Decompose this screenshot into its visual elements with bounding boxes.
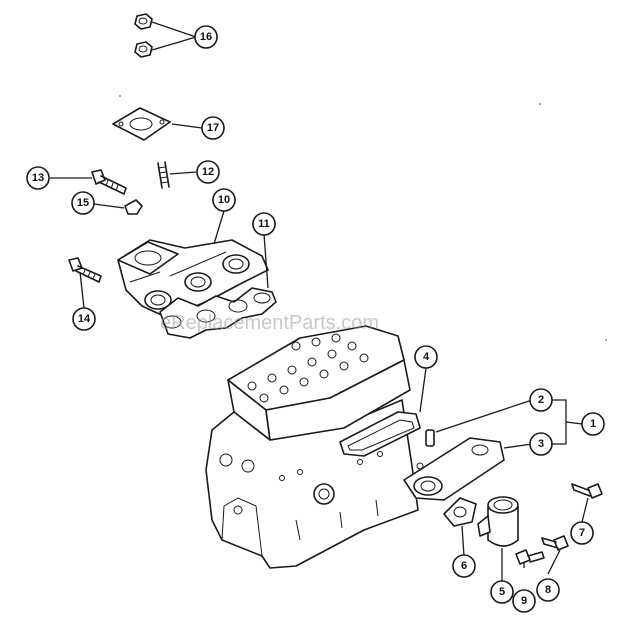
svg-text:9: 9 xyxy=(521,595,527,607)
cap-screw-icon xyxy=(68,257,102,283)
callout-1: 1 xyxy=(581,412,605,436)
svg-text:13: 13 xyxy=(32,172,44,184)
callout-13: 13 xyxy=(26,166,50,190)
callout-11: 11 xyxy=(252,212,276,236)
svg-text:14: 14 xyxy=(78,313,91,325)
callout-9: 9 xyxy=(512,589,536,613)
svg-text:4: 4 xyxy=(423,351,430,363)
callout-12: 12 xyxy=(196,160,220,184)
thermostat-housing xyxy=(403,437,505,501)
svg-text:3: 3 xyxy=(538,438,544,450)
callout-6: 6 xyxy=(452,554,476,578)
water-outlet-connection xyxy=(477,496,519,547)
leader-lines xyxy=(50,21,589,582)
pipe-plug xyxy=(425,429,435,447)
svg-text:1: 1 xyxy=(590,418,596,430)
callout-3: 3 xyxy=(529,432,553,456)
callout-14: 14 xyxy=(72,307,96,331)
callout-2: 2 xyxy=(529,388,553,412)
cap-screw-icon xyxy=(515,549,545,565)
callout-4: 4 xyxy=(414,345,438,369)
callout-8: 8 xyxy=(536,578,560,602)
watermark-text: eReplacementParts.com xyxy=(160,312,379,334)
svg-text:11: 11 xyxy=(258,218,270,230)
svg-text:5: 5 xyxy=(499,586,505,598)
callout-7: 7 xyxy=(570,521,594,545)
manifold-gasket-icon xyxy=(159,287,277,339)
callout-16: 16 xyxy=(194,25,218,49)
stud-icon xyxy=(157,161,170,189)
callout-10: 10 xyxy=(212,188,236,212)
svg-text:10: 10 xyxy=(218,194,230,206)
cap-screw-icon xyxy=(571,483,603,499)
engine-block-icon xyxy=(205,325,419,569)
svg-text:8: 8 xyxy=(545,584,551,596)
svg-text:17: 17 xyxy=(207,122,219,134)
cap-screw-icon xyxy=(541,535,569,551)
svg-text:6: 6 xyxy=(461,560,467,572)
exhaust-manifold-icon xyxy=(117,239,269,319)
small-gasket xyxy=(443,497,477,527)
cap-screw-icon xyxy=(91,169,127,195)
side-cover-gasket xyxy=(339,411,421,457)
hex-nut-icon xyxy=(134,41,153,58)
svg-text:12: 12 xyxy=(202,166,214,178)
callout-15: 15 xyxy=(71,191,95,215)
svg-text:16: 16 xyxy=(200,31,212,43)
clip-icon xyxy=(124,199,143,215)
svg-text:2: 2 xyxy=(538,394,544,406)
callout-17: 17 xyxy=(201,116,225,140)
hex-nut-icon xyxy=(134,13,153,30)
svg-text:7: 7 xyxy=(579,527,585,539)
callout-5: 5 xyxy=(490,580,514,604)
flange-gasket-icon xyxy=(112,107,171,141)
svg-text:15: 15 xyxy=(77,197,89,209)
